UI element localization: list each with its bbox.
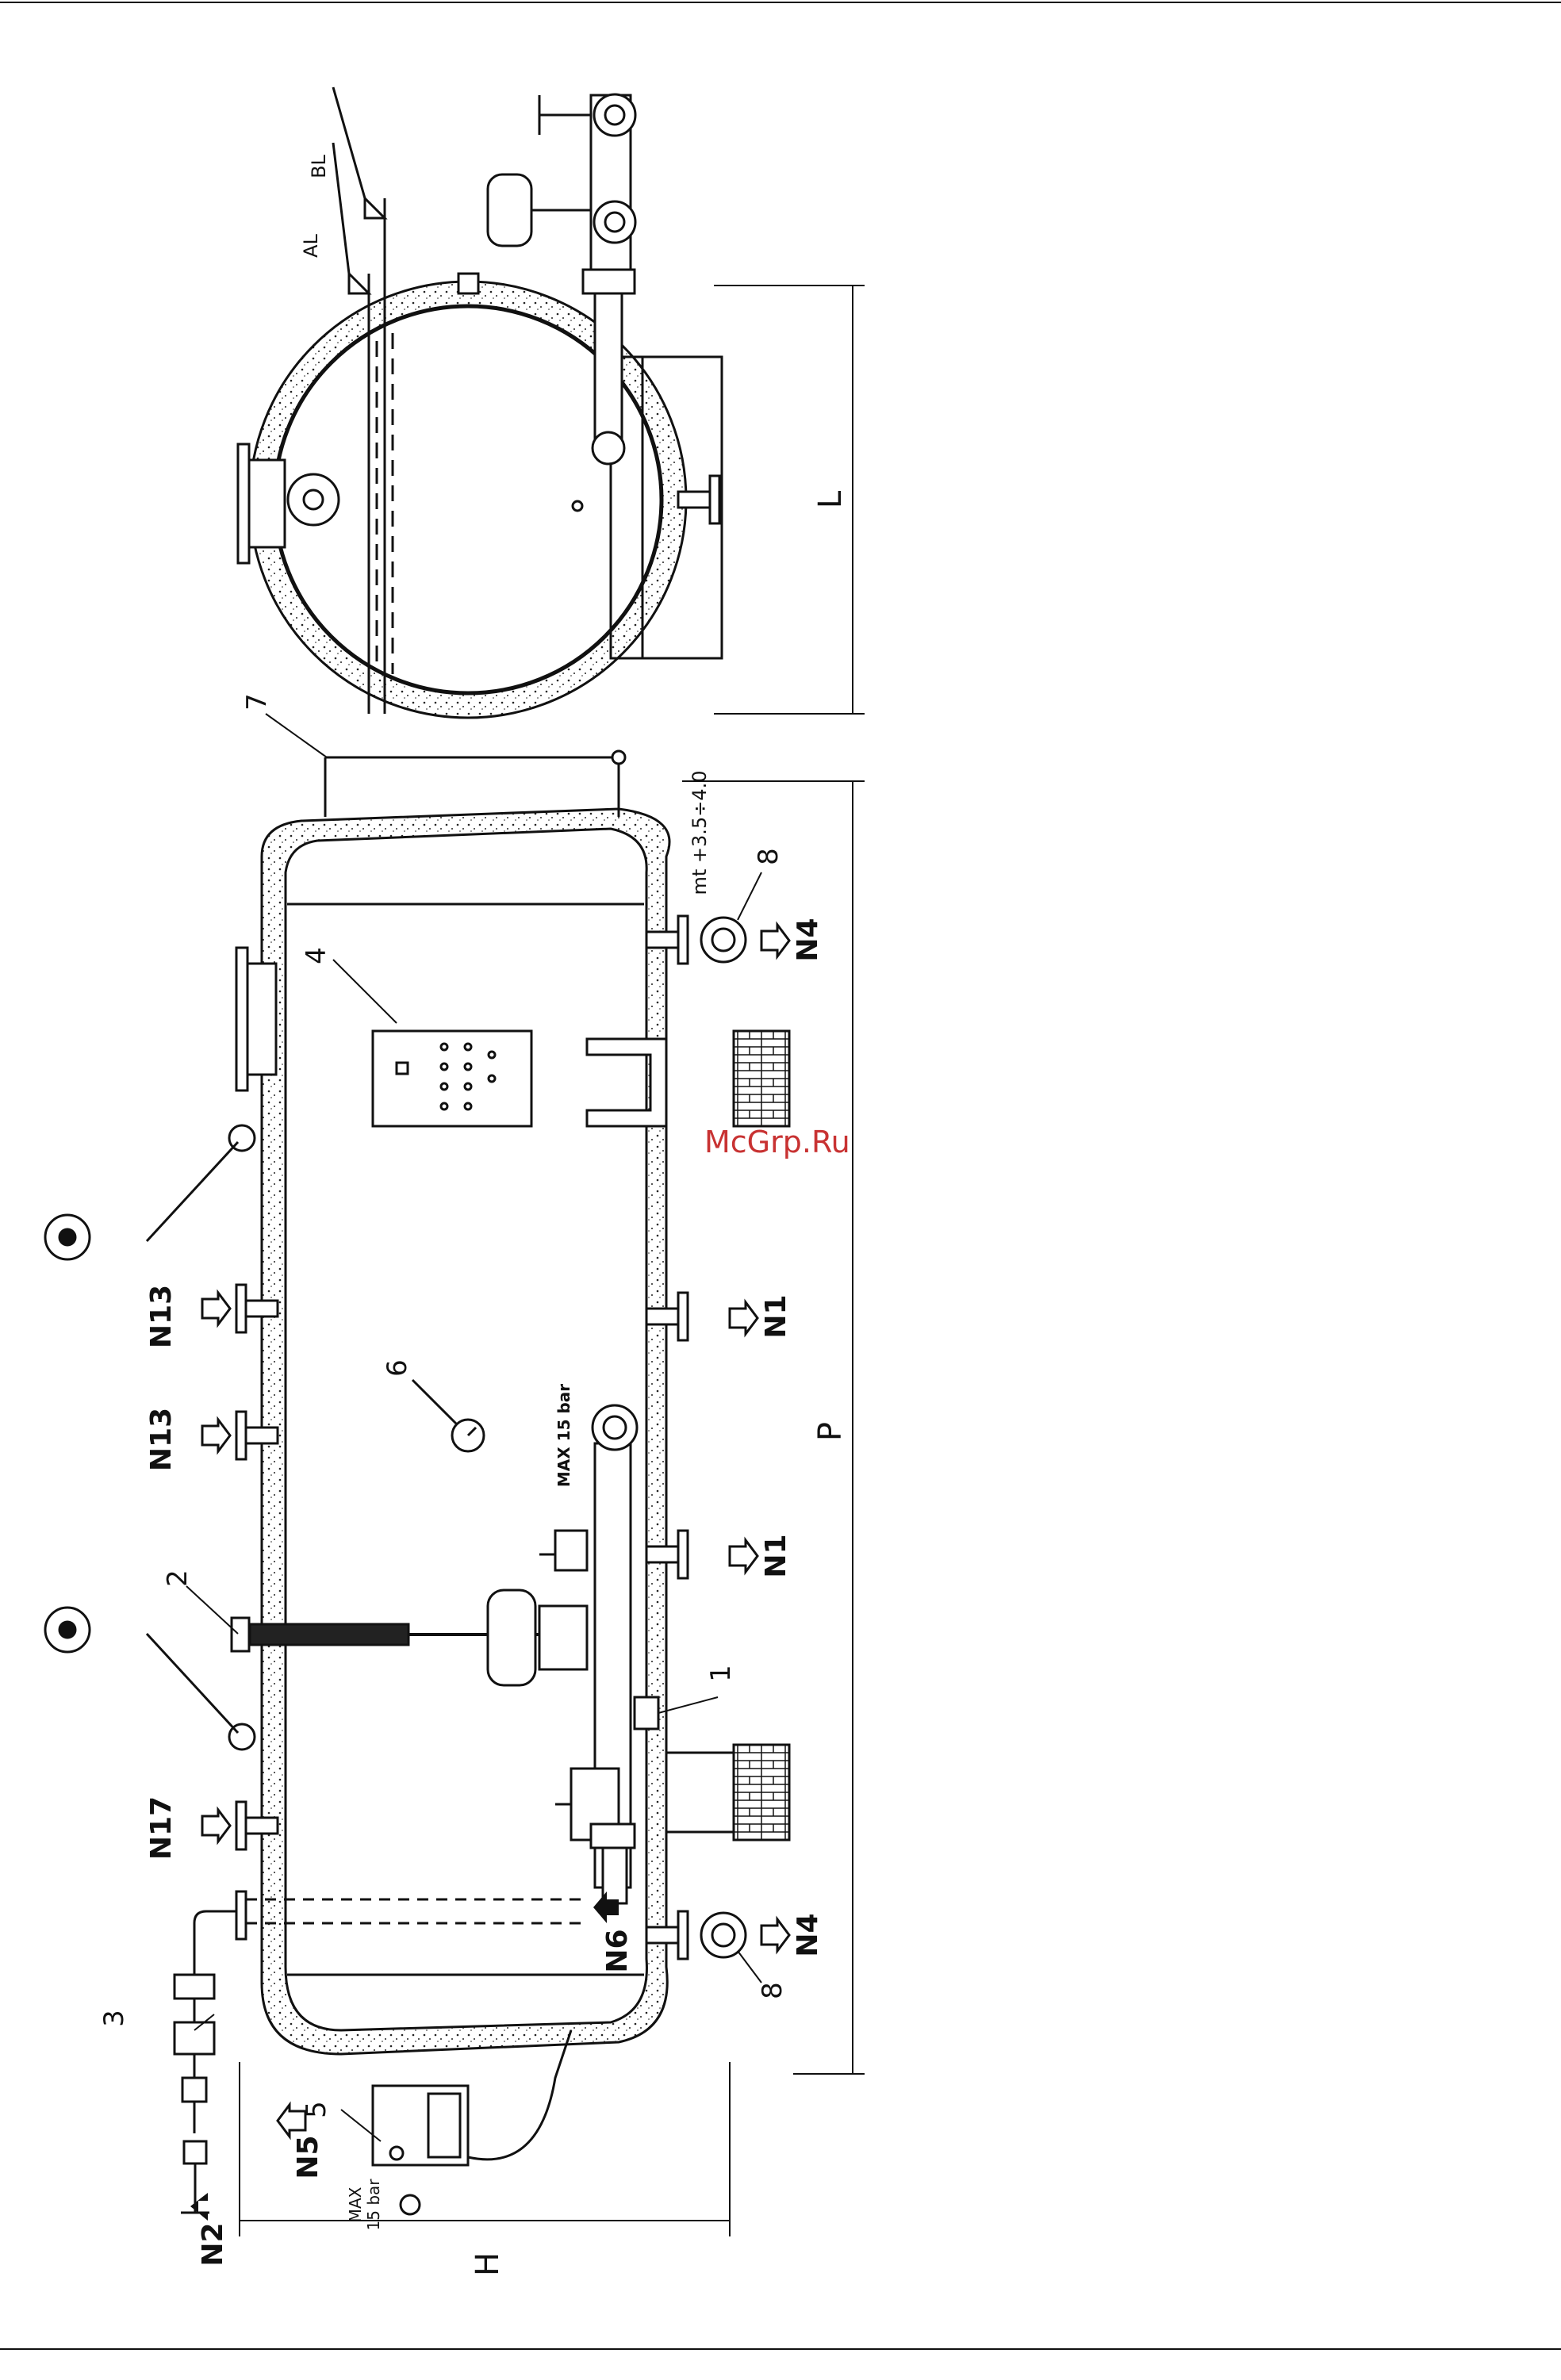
arrow-n1-a: [730, 1302, 757, 1334]
dim-P-label: P: [812, 1422, 849, 1441]
arrow-n2: [190, 2193, 208, 2221]
nozzle-n17: [246, 1818, 278, 1834]
nozzle-n13-a: [246, 1301, 278, 1316]
label-n1-a: N1: [760, 1294, 792, 1338]
arrow-n17: [202, 1810, 230, 1842]
label-n4-bottom: N4: [792, 1913, 824, 1957]
callout-3: 3: [98, 2010, 130, 2027]
label-BL: BL: [308, 154, 330, 178]
callout-8-bottom: 8: [757, 1982, 788, 1999]
callout-8-top: 8: [753, 848, 784, 865]
label-max15-gauge-b: 15 bar: [364, 2179, 383, 2231]
label-max15-steam: MAX 15 bar: [554, 1384, 573, 1487]
callout-7: 7: [241, 693, 273, 711]
nozzle-n1-b: [646, 1546, 678, 1562]
dim-L-label: L: [812, 490, 849, 508]
level-note: mt +3.5÷4.0: [688, 771, 711, 895]
arrow-n13-b: [202, 1420, 230, 1451]
arrow-n4-bottom: [761, 1919, 789, 1951]
manhole-neck: [247, 964, 276, 1075]
arrow-n1-b: [730, 1540, 757, 1572]
label-n6: N6: [601, 1929, 634, 1972]
label-max15-gauge-a: MAX: [346, 2186, 365, 2222]
support-top: [734, 1031, 789, 1126]
nozzle-n1-a: [646, 1309, 678, 1324]
label-n13-b: N13: [145, 1408, 178, 1471]
inlet-flange-n6: [591, 1824, 635, 1848]
n2-inlet-line: [175, 1911, 236, 2213]
arrow-n13-a: [202, 1293, 230, 1324]
rod-7: [325, 751, 625, 817]
callout-5: 5: [301, 2101, 332, 2118]
callout-4: 4: [301, 947, 332, 964]
gauge-valve: [401, 2195, 420, 2214]
nozzle-n13-b: [246, 1428, 278, 1443]
dim-H-label: H: [470, 2252, 506, 2276]
nozzle-n4-bottom: [646, 1927, 678, 1943]
level-gauge-5: [373, 2030, 571, 2214]
label-n2: N2: [197, 2222, 229, 2266]
callout-6: 6: [382, 1359, 413, 1377]
callout-2: 2: [162, 1569, 194, 1587]
electrode-bundle: [250, 1624, 408, 1645]
label-n4-top: N4: [792, 918, 824, 961]
label-AL: AL: [300, 233, 322, 257]
arrow-n4-top: [761, 925, 789, 956]
label-n17: N17: [145, 1796, 178, 1860]
label-n13-a: N13: [145, 1285, 178, 1348]
label-n5: N5: [292, 2135, 324, 2179]
control-panel-box: [373, 1031, 531, 1126]
vessel-end-view: [238, 94, 722, 718]
support-bottom: [734, 1745, 789, 1840]
actuator-body: [488, 1590, 535, 1685]
watermark-text: McGrp.Ru: [704, 1125, 850, 1159]
control-panel: [373, 1031, 531, 1126]
nozzle-n2: [236, 1891, 246, 1939]
callout-1: 1: [705, 1665, 737, 1682]
nozzle-n4-top: [646, 932, 678, 948]
manhole-flange: [236, 948, 247, 1090]
label-n1-b: N1: [760, 1534, 792, 1577]
